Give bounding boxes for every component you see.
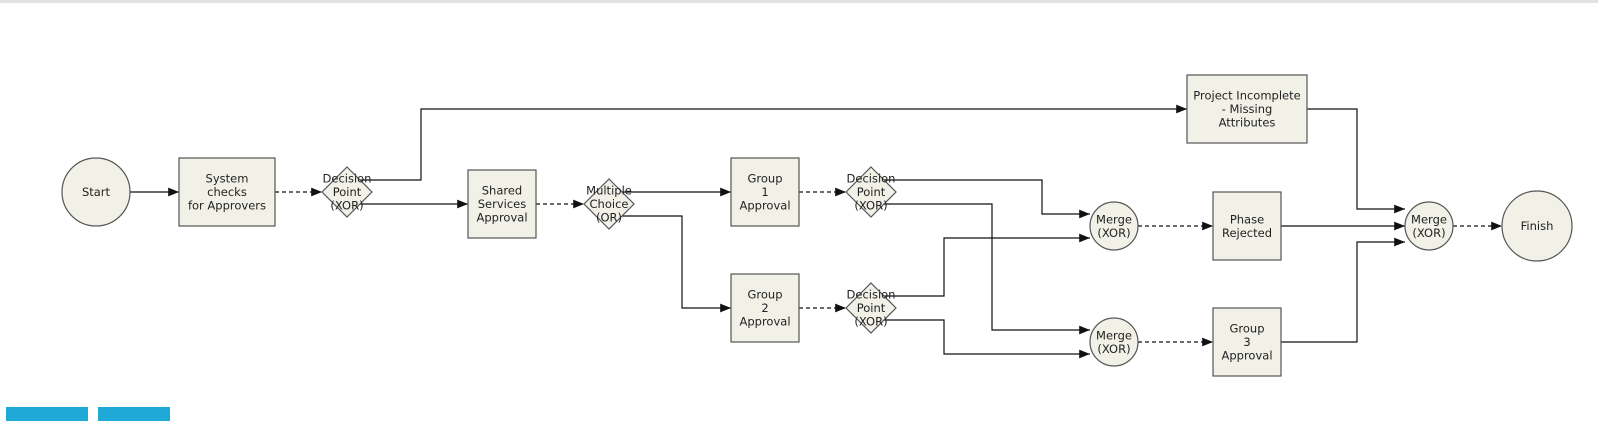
node-project-incomplete-label-line: Attributes [1219, 116, 1276, 130]
node-group2-label-line: 2 [761, 301, 768, 315]
toolbar-button-1[interactable] [6, 407, 88, 421]
node-multiple-choice-label-line: Choice [590, 197, 629, 211]
node-merge-final[interactable]: Merge(XOR) [1404, 201, 1454, 251]
node-merge2-label-line: Merge [1096, 328, 1132, 342]
node-decision2-label-line: Decision [847, 172, 896, 186]
node-merge2-label-line: (XOR) [1097, 342, 1130, 356]
node-finish-shape [1501, 190, 1573, 262]
node-system-checks-label-line: System [206, 172, 249, 186]
node-multiple-choice-label-line: (OR) [596, 211, 622, 225]
node-decision2-label-line: (XOR) [854, 199, 887, 213]
node-start[interactable]: Start [61, 157, 131, 227]
node-merge1-shape [1089, 201, 1139, 251]
node-merge-final-label-line: Merge [1411, 212, 1447, 226]
edge-multiple-choice-to-group2 [609, 215, 731, 313]
node-decision2-label-line: Point [857, 185, 886, 199]
node-merge1[interactable]: Merge(XOR) [1089, 201, 1139, 251]
node-group1-label-line: 1 [761, 185, 768, 199]
edge-decision2-to-merge1 [871, 179, 1090, 219]
node-multiple-choice-shape [583, 178, 635, 230]
edge-project-incomplete-to-merge-final [1307, 108, 1405, 214]
node-decision1-shape [321, 166, 373, 218]
node-system-checks-shape [178, 157, 276, 227]
edge-decision1-to-project-incomplete [347, 104, 1187, 181]
toolbar-button-2[interactable] [98, 407, 170, 421]
node-start-shape [61, 157, 131, 227]
node-merge1-label-line: Merge [1096, 212, 1132, 226]
node-phase-rejected-label-line: Phase [1230, 212, 1264, 226]
node-group1-label-line: Approval [739, 199, 790, 213]
node-decision1-label-line: (XOR) [330, 199, 363, 213]
node-decision2-shape [845, 166, 897, 218]
edges-layer [130, 104, 1502, 359]
node-decision1-label-line: Point [333, 185, 362, 199]
node-finish-label-line: Finish [1521, 219, 1554, 233]
node-decision3-label-line: Decision [847, 288, 896, 302]
node-group2-shape [730, 273, 800, 343]
node-group3-label-line: 3 [1243, 335, 1250, 349]
node-merge-final-label-line: (XOR) [1412, 226, 1445, 240]
node-group2-label-line: Approval [739, 315, 790, 329]
top-border [0, 0, 1598, 3]
node-group3-label-line: Group [1229, 322, 1264, 336]
node-shared-services-shape [467, 169, 537, 239]
node-shared-services-label-line: Approval [476, 211, 527, 225]
node-system-checks-label-line: for Approvers [188, 199, 266, 213]
node-merge-final-shape [1404, 201, 1454, 251]
node-decision3-label-line: Point [857, 301, 886, 315]
node-decision3-label-line: (XOR) [854, 315, 887, 329]
node-shared-services-label-line: Services [478, 197, 527, 211]
node-start-label-line: Start [82, 185, 111, 199]
node-phase-rejected-label-line: Rejected [1222, 226, 1272, 240]
node-group3-shape [1212, 307, 1282, 377]
node-project-incomplete-label-line: Project Incomplete [1193, 89, 1300, 103]
node-project-incomplete-label-line: - Missing [1222, 102, 1273, 116]
node-merge2[interactable]: Merge(XOR) [1089, 317, 1139, 367]
node-group1-shape [730, 157, 800, 227]
node-group2-label-line: Group [747, 288, 782, 302]
node-group3-label-line: Approval [1221, 349, 1272, 363]
edge-group3-to-merge-final [1281, 237, 1405, 343]
node-finish[interactable]: Finish [1501, 190, 1573, 262]
node-system-checks-label-line: checks [207, 185, 247, 199]
node-group1-label-line: Group [747, 172, 782, 186]
node-project-incomplete-shape [1186, 74, 1308, 144]
node-phase-rejected-shape [1212, 191, 1282, 261]
node-shared-services-label-line: Shared [482, 184, 523, 198]
edge-decision3-to-merge2 [871, 319, 1090, 359]
node-merge2-shape [1089, 317, 1139, 367]
node-multiple-choice-label-line: Multiple [586, 184, 632, 198]
node-merge1-label-line: (XOR) [1097, 226, 1130, 240]
node-decision3-shape [845, 282, 897, 334]
edge-decision2-to-merge2 [871, 203, 1090, 335]
edge-decision3-to-merge1 [871, 233, 1090, 297]
node-decision1-label-line: Decision [323, 172, 372, 186]
